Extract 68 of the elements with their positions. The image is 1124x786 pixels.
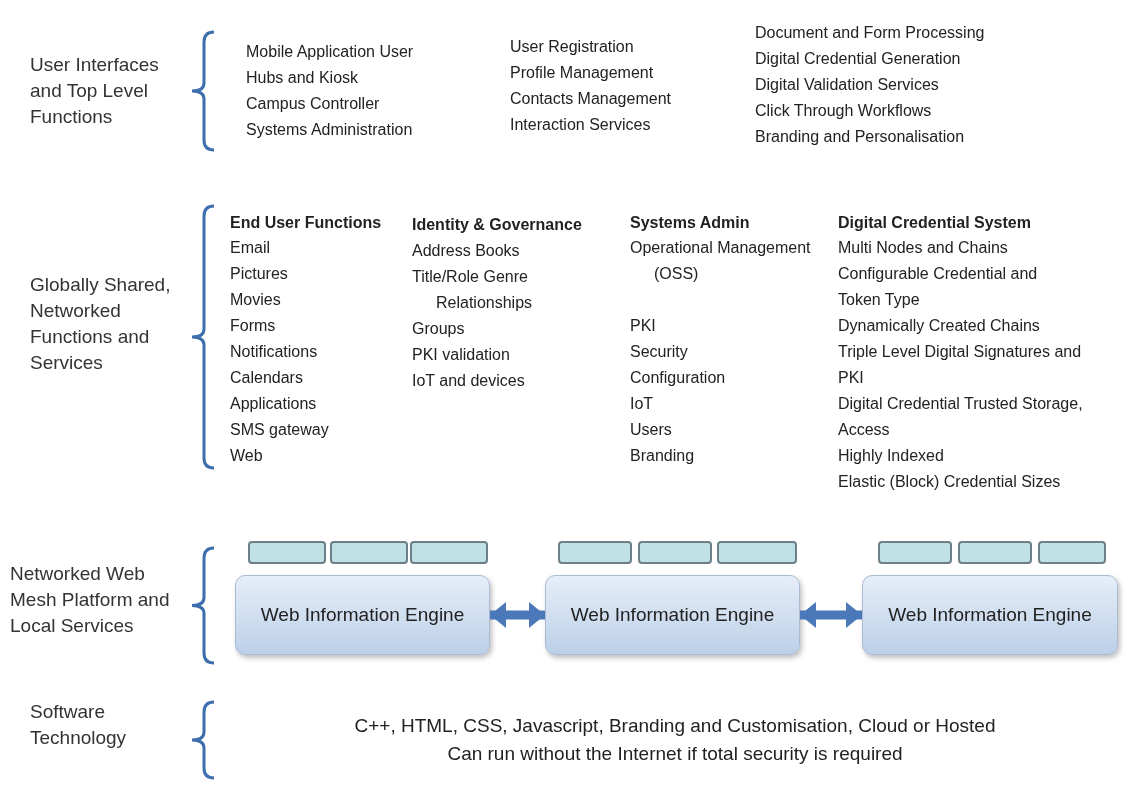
list-item: Click Through Workflows bbox=[755, 101, 932, 121]
module-box bbox=[410, 541, 488, 564]
list-item: Pictures bbox=[230, 264, 288, 284]
column-heading: End User Functions bbox=[230, 213, 382, 233]
column-heading: Digital Credential System bbox=[838, 213, 1031, 233]
list-item: Hubs and Kiosk bbox=[246, 68, 359, 88]
column-heading: Identity & Governance bbox=[412, 215, 582, 235]
engine-label: Web Information Engine bbox=[888, 604, 1092, 626]
list-item: Web bbox=[230, 446, 263, 466]
engine-label: Web Information Engine bbox=[570, 604, 775, 626]
module-box bbox=[717, 541, 797, 564]
list-item: Calendars bbox=[230, 368, 303, 388]
list-item: PKI bbox=[630, 316, 656, 336]
column-heading: Systems Admin bbox=[630, 213, 750, 233]
list-item: Groups bbox=[412, 319, 465, 339]
list-item: User Registration bbox=[510, 37, 634, 57]
list-item: Digital Credential Trusted Storage, Access bbox=[838, 394, 1083, 440]
list-item: Campus Controller bbox=[246, 94, 380, 114]
double-arrow bbox=[490, 602, 545, 628]
list-item: Title/Role Genre Relationships bbox=[412, 267, 534, 313]
technology-note: Can run without the Internet if total security is required bbox=[446, 742, 904, 766]
layer-label: User Interfaces and Top Level Functions bbox=[30, 53, 160, 129]
module-box bbox=[878, 541, 952, 564]
list-item: Mobile Application User bbox=[246, 42, 414, 62]
list-item: Operational Management (OSS) bbox=[630, 238, 812, 284]
list-item: Digital Credential Generation bbox=[755, 49, 961, 69]
list-item: Movies bbox=[230, 290, 281, 310]
engine-box bbox=[545, 575, 800, 655]
list-item: Notifications bbox=[230, 342, 318, 362]
double-arrow bbox=[800, 602, 862, 628]
list-item: Highly Indexed bbox=[838, 446, 944, 466]
list-item: Applications bbox=[230, 394, 317, 414]
list-item: Address Books bbox=[412, 241, 520, 261]
list-item: Forms bbox=[230, 316, 276, 336]
engine-box bbox=[862, 575, 1118, 655]
list-item: Multi Nodes and Chains bbox=[838, 238, 1008, 258]
list-item: Security bbox=[630, 342, 688, 362]
list-item: Users bbox=[630, 420, 672, 440]
list-item: Profile Management bbox=[510, 63, 654, 83]
list-item: Contacts Management bbox=[510, 89, 671, 109]
list-item: Branding and Personalisation bbox=[755, 127, 965, 147]
list-item: Elastic (Block) Credential Sizes bbox=[838, 472, 1061, 492]
list-item: Dynamically Created Chains bbox=[838, 316, 1040, 336]
layer-label: Software Technology bbox=[30, 700, 128, 750]
list-item: PKI validation bbox=[412, 345, 510, 365]
list-item: Interaction Services bbox=[510, 115, 651, 135]
module-box bbox=[330, 541, 408, 564]
module-box bbox=[1038, 541, 1106, 564]
engine-box bbox=[235, 575, 490, 655]
module-box bbox=[558, 541, 632, 564]
list-item: IoT bbox=[630, 394, 654, 414]
list-item: Systems Administration bbox=[246, 120, 413, 140]
list-item: SMS gateway bbox=[230, 420, 329, 440]
layer-label: Globally Shared, Networked Functions and Services bbox=[30, 273, 172, 375]
list-item: Email bbox=[230, 238, 270, 258]
list-item: Configurable Credential and Token Type bbox=[838, 264, 1039, 310]
technology-note: C++, HTML, CSS, Javascript, Branding and Customisation, Cloud or Hosted bbox=[353, 714, 997, 738]
list-item: IoT and devices bbox=[412, 371, 525, 391]
list-item: Branding bbox=[630, 446, 695, 466]
module-box bbox=[958, 541, 1032, 564]
module-box bbox=[248, 541, 326, 564]
layer-label: Networked Web Mesh Platform and Local Services bbox=[10, 562, 171, 638]
list-item: Document and Form Processing bbox=[755, 23, 985, 43]
engine-label: Web Information Engine bbox=[260, 604, 465, 626]
list-item: Configuration bbox=[630, 368, 726, 388]
list-item: Digital Validation Services bbox=[755, 75, 939, 95]
list-item: Triple Level Digital Signatures and PKI bbox=[838, 342, 1083, 388]
module-box bbox=[638, 541, 712, 564]
